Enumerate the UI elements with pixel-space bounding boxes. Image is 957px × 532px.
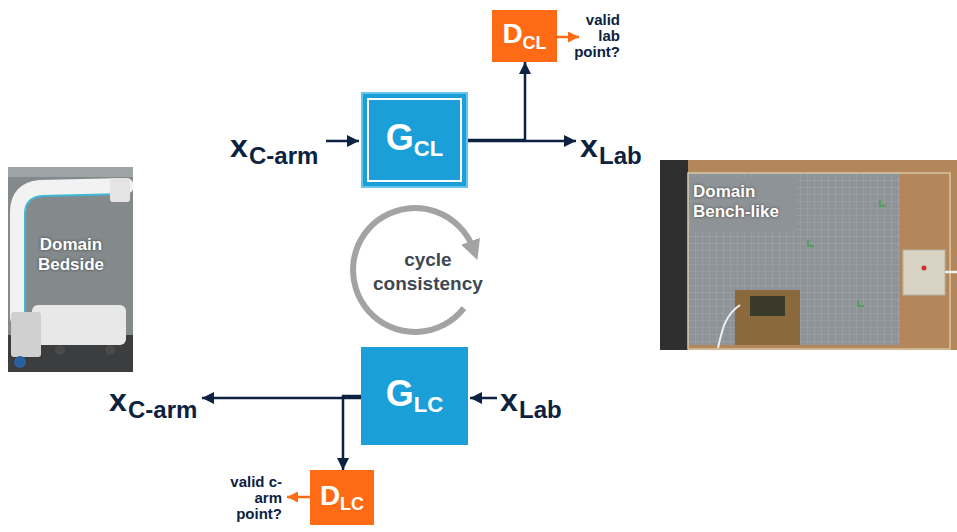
symbol-text: DCL: [502, 20, 546, 51]
panel-title: Domain Bedside: [30, 235, 112, 276]
c-arm-photo: [8, 167, 133, 372]
variable-subscript: Lab: [519, 398, 562, 422]
variable-subscript: C-arm: [128, 398, 197, 422]
cycle-label: cycle consistency: [373, 248, 483, 296]
variable-name: x: [109, 384, 127, 416]
generator-box: GLC: [361, 347, 468, 445]
panel-title: Domain Bench-like: [693, 182, 789, 223]
symbol-subscript: LC: [414, 392, 443, 417]
variable-name: x: [500, 384, 518, 416]
symbol-letter: G: [386, 373, 414, 414]
photo-panel: Domain Bedside: [8, 167, 133, 372]
symbol-letter: G: [386, 117, 414, 158]
generator-box: GCL: [361, 92, 468, 188]
symbol-subscript: CL: [523, 33, 547, 53]
verdict-arrow: [287, 496, 310, 499]
output-note: valid lab point?: [566, 12, 620, 60]
symbol-letter: D: [320, 480, 340, 511]
symbol-text: DLC: [320, 482, 364, 513]
variable-subscript: C-arm: [249, 144, 318, 168]
symbol-subscript: CL: [414, 136, 443, 161]
output-arrow: [202, 397, 361, 400]
verdict-arrow: [557, 36, 579, 39]
connector-arrow: [468, 62, 525, 140]
symbol-text: GLC: [386, 376, 443, 417]
symbol-text: GCL: [386, 120, 443, 161]
lab-bench-photo: [660, 160, 957, 350]
input-arrow: [326, 140, 359, 143]
variable-name: x: [230, 130, 248, 162]
photo-panel: Domain Bench-like: [660, 160, 957, 350]
discriminator-box: DLC: [310, 470, 374, 525]
symbol-letter: D: [502, 18, 522, 49]
connector-arrow: [343, 396, 361, 470]
symbol-subscript: LC: [340, 494, 364, 514]
discriminator-box: DCL: [492, 10, 557, 62]
input-arrow: [470, 397, 497, 400]
variable-subscript: Lab: [599, 144, 642, 168]
variable-name: x: [580, 130, 598, 162]
cycle-arrow: [353, 208, 473, 332]
output-note: valid c-arm point?: [228, 474, 282, 522]
